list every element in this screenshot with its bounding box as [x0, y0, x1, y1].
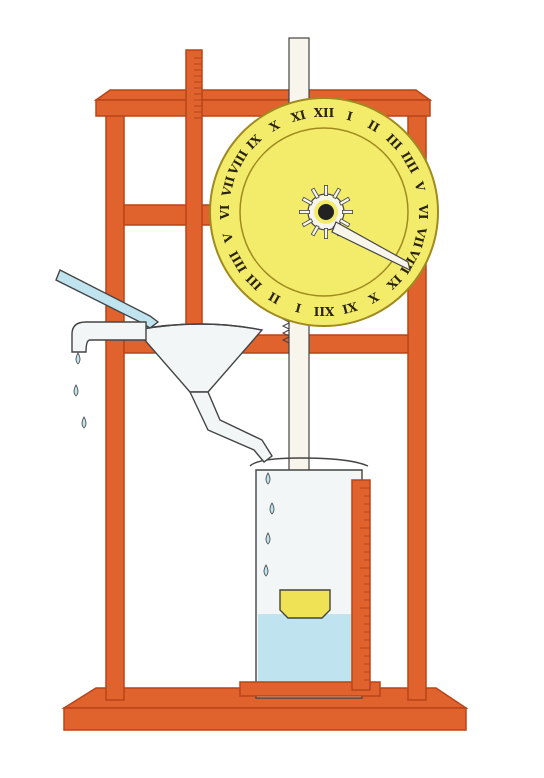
gear-hub — [314, 200, 338, 224]
dial-numeral: VII — [410, 225, 429, 250]
water-drop — [265, 472, 271, 485]
rack-tooth — [281, 336, 290, 344]
top-beam-top — [93, 89, 433, 101]
funnel-bowl — [134, 323, 264, 393]
gear-tooth-fill — [311, 188, 319, 199]
water-drop — [81, 416, 87, 429]
gear-tooth-fill — [311, 225, 319, 236]
screw-thread-marks — [194, 57, 202, 119]
scale-graduation-marks — [360, 487, 370, 681]
inflow-pipe-icon — [55, 269, 160, 329]
clock-hand-icon — [331, 221, 411, 272]
gear-tooth-fill — [339, 219, 350, 227]
dial-numeral: XII — [313, 304, 334, 318]
dial-numeral: V — [220, 231, 236, 245]
water-drop — [269, 502, 275, 515]
cylinder-base — [239, 681, 381, 697]
gear-tooth-fill — [302, 219, 313, 227]
dial-inner-hole — [239, 127, 409, 297]
left-upright — [105, 109, 125, 701]
water-drop — [73, 384, 79, 397]
screw-rod — [185, 49, 203, 331]
water-drop — [263, 564, 269, 577]
outflow-tap — [71, 321, 147, 353]
dial-numeral: VI — [218, 204, 232, 220]
base-plate-front — [63, 707, 467, 731]
dial-numeral: I — [293, 300, 302, 315]
scale-strip — [351, 479, 371, 691]
dial-numeral: XI — [340, 299, 358, 316]
water-drop-icon — [73, 352, 275, 577]
dial-numeral: V — [411, 179, 427, 193]
measuring-cylinder-icon — [239, 457, 381, 699]
dial-numeral: I — [345, 109, 354, 124]
dial-numeral: VI — [416, 204, 430, 220]
gear-tooth-fill — [333, 188, 341, 199]
float-icon — [279, 589, 331, 619]
water-drop — [75, 352, 81, 365]
dial-numeral: XII — [314, 106, 335, 120]
funnel-spout — [188, 391, 273, 463]
dial-numeral: XI — [289, 108, 307, 125]
dial-numeral: VII — [219, 174, 238, 199]
rack-tooth — [281, 329, 290, 337]
gear-tooth-fill — [339, 197, 350, 205]
cylinder-lip — [249, 457, 369, 467]
gear-tooth-fill — [302, 197, 313, 205]
rack-tooth — [281, 322, 290, 330]
water-drop — [265, 532, 271, 545]
